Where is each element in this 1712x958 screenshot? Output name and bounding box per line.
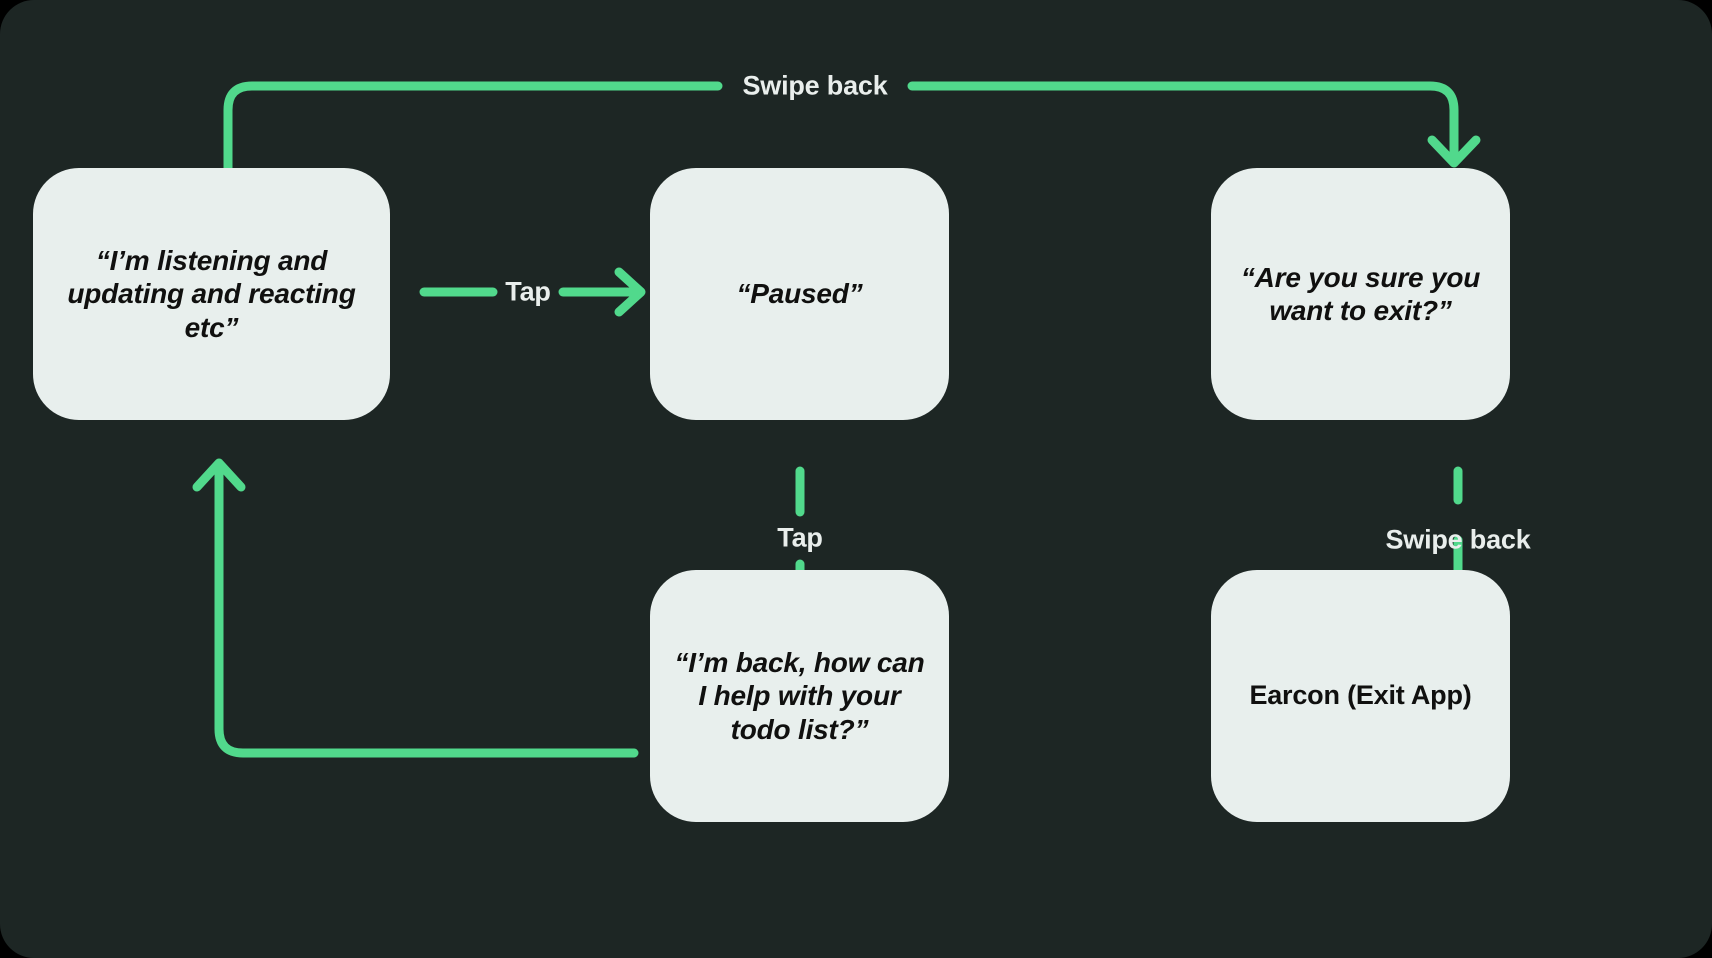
node-back[interactable]: “I’m back, how can I help with your todo…	[650, 570, 949, 822]
node-paused[interactable]: “Paused”	[650, 168, 949, 420]
edge-label-swipe-back-bottom: Swipe back	[1385, 524, 1531, 555]
edge-swipe-back-top-right-segment	[907, 81, 1459, 163]
edge-label-tap-vertical: Tap	[777, 522, 823, 553]
edge-return-loop-arrowhead	[192, 458, 246, 492]
node-exit[interactable]: “Are you sure you want to exit?”	[1211, 168, 1510, 420]
edge-swipe-back-top-left-segment	[223, 81, 723, 173]
node-earcon[interactable]: Earcon (Exit App)	[1211, 570, 1510, 822]
node-listening-label: “I’m listening and updating and reacting…	[67, 245, 356, 343]
edge-label-tap-horizontal: Tap	[505, 276, 551, 307]
node-paused-label: “Paused”	[736, 278, 863, 310]
edge-swipe-back-top-arrowhead	[1427, 135, 1481, 168]
edge-tap-horizontal-arrowhead	[614, 267, 646, 317]
node-exit-label: “Are you sure you want to exit?”	[1240, 261, 1481, 326]
node-listening[interactable]: “I’m listening and updating and reacting…	[33, 168, 390, 420]
edge-return-loop	[214, 460, 639, 758]
edge-label-swipe-back-top: Swipe back	[742, 70, 888, 101]
node-back-label: “I’m back, how can I help with your todo…	[674, 647, 925, 745]
node-earcon-label: Earcon (Exit App)	[1249, 680, 1472, 711]
